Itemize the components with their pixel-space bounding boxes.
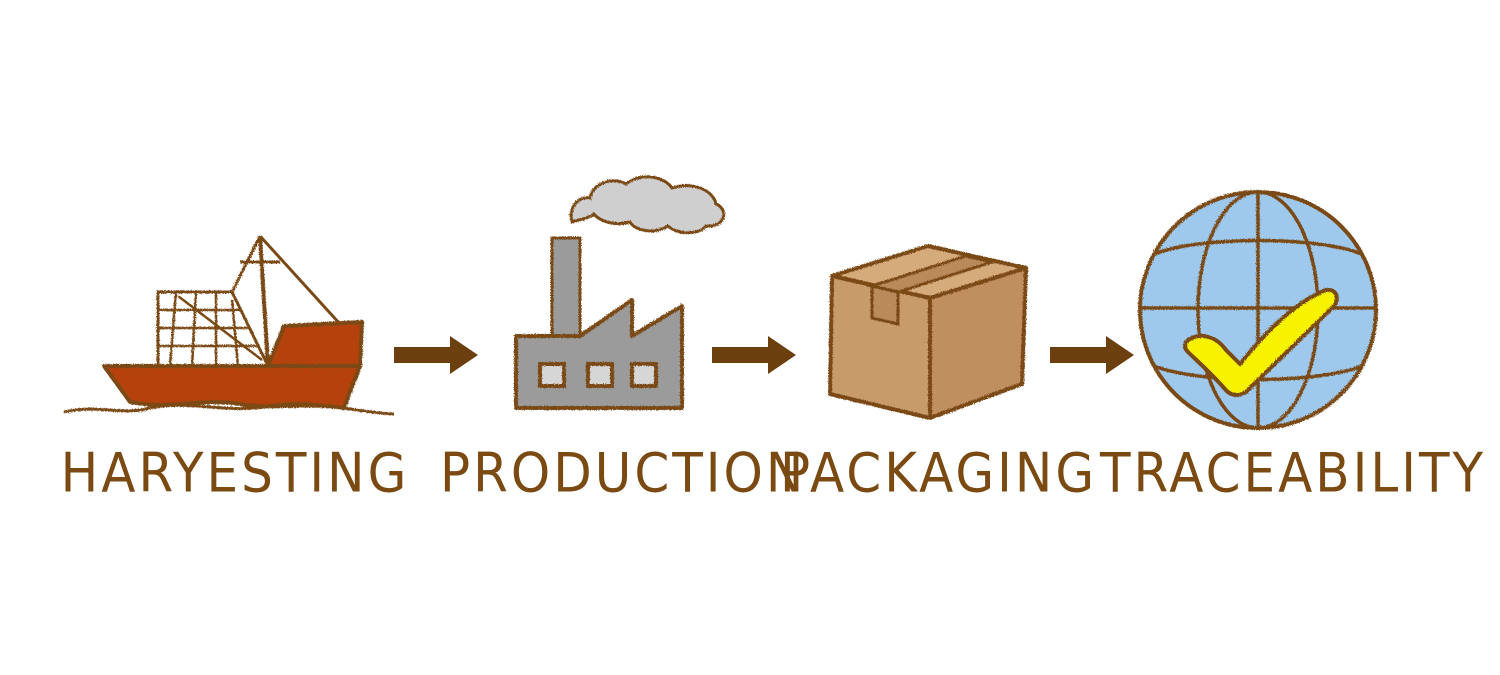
arrow-right-icon: [394, 336, 478, 374]
fishing-boat-icon: [63, 234, 395, 416]
cardboard-box-icon: [828, 244, 1028, 420]
step-label-packaging: PACKAGING: [780, 441, 1098, 505]
arrow-right-icon: [712, 336, 796, 374]
arrow-right-icon: [1050, 336, 1134, 374]
factory-icon: [514, 175, 726, 410]
step-label-harvesting: HARYESTING: [60, 441, 410, 505]
step-label-traceability: TRACEABILITY: [1100, 441, 1487, 505]
step-label-production: PRODUCTION: [440, 441, 807, 505]
globe-checkmark-icon: [1138, 190, 1378, 430]
